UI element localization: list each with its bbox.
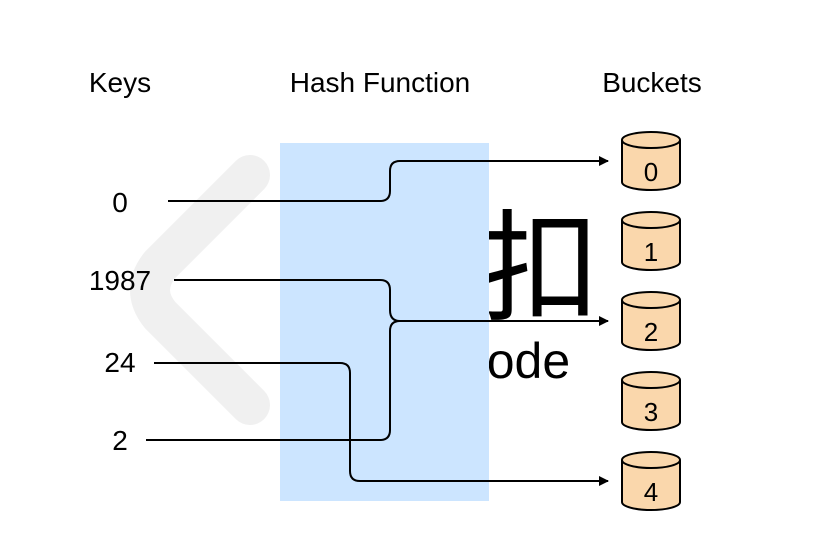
key-label-1987: 1987 xyxy=(89,265,151,296)
bucket-0: 0 xyxy=(621,131,681,191)
arrow-key-0-to-bucket-0 xyxy=(168,156,609,202)
bucket-2: 2 xyxy=(621,291,681,351)
key-label-0: 0 xyxy=(112,187,128,218)
arrow-key-1987-to-bucket-2 xyxy=(174,279,609,326)
bucket-label-2: 2 xyxy=(644,317,658,347)
bucket-label-0: 0 xyxy=(644,157,658,187)
key-label-2: 2 xyxy=(112,425,128,456)
bucket-3: 3 xyxy=(621,371,681,431)
leetcode-logo-watermark xyxy=(130,155,270,425)
keys-header: Keys xyxy=(89,67,151,98)
buckets-header: Buckets xyxy=(602,67,702,98)
arrow-key-2-to-bucket-2 xyxy=(146,320,401,441)
bucket-4: 4 xyxy=(621,451,681,511)
bucket-label-4: 4 xyxy=(644,477,658,507)
hash-function-header: Hash Function xyxy=(290,67,471,98)
bucket-label-1: 1 xyxy=(644,237,658,267)
bucket-1: 1 xyxy=(621,211,681,271)
key-label-24: 24 xyxy=(104,347,135,378)
arrow-key-24-to-bucket-4 xyxy=(154,362,609,486)
bucket-label-3: 3 xyxy=(644,397,658,427)
